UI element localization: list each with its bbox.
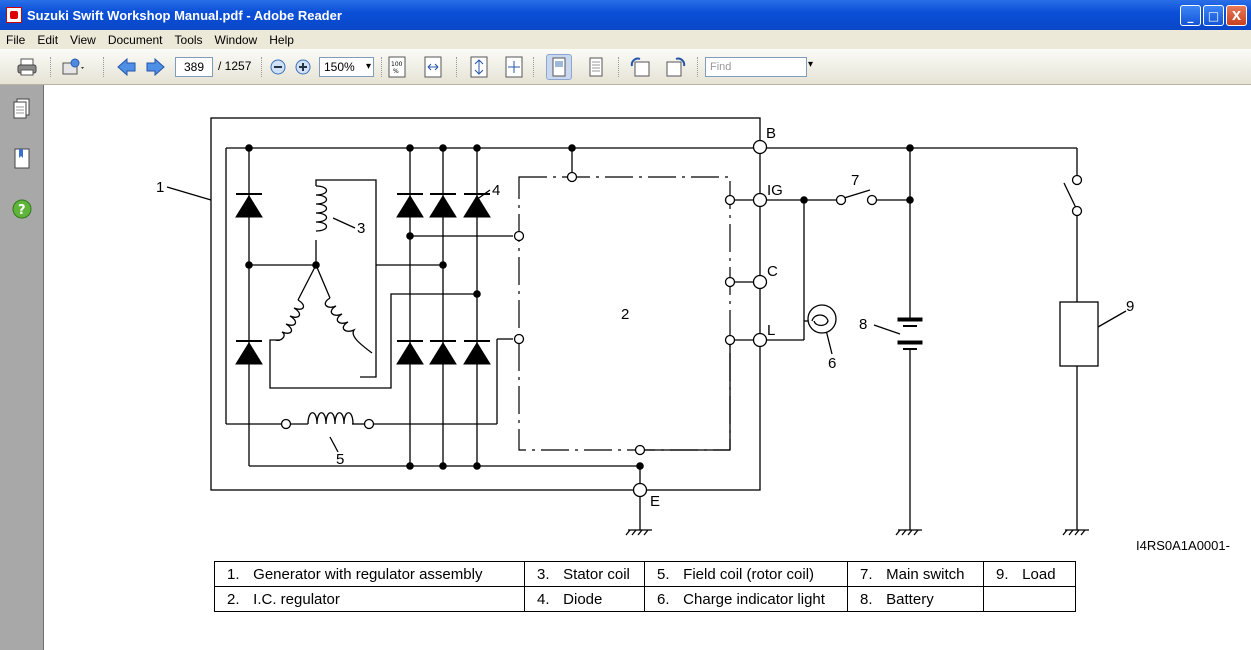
menu-view[interactable]: View: [70, 32, 96, 47]
page-number-input[interactable]: 389: [175, 57, 213, 77]
legend-row: 1. Generator with regulator assembly 3. …: [214, 561, 1076, 587]
legend-cell: 9. Load: [983, 561, 1076, 587]
menu-tools[interactable]: Tools: [174, 32, 203, 47]
help-icon[interactable]: ?: [11, 197, 33, 221]
close-button[interactable]: X: [1226, 5, 1247, 26]
menu-file[interactable]: File: [6, 32, 26, 47]
legend-cell: 5. Field coil (rotor coil): [644, 561, 848, 587]
callout-3: 3: [357, 220, 365, 237]
charging-circuit-diagram: B IG C L E 1 2 3 4 5 6 7 8 9: [156, 117, 1134, 536]
terminal-ig-label: IG: [767, 182, 783, 199]
terminal-l-label: L: [767, 322, 775, 339]
print-icon[interactable]: [14, 54, 40, 80]
document-page: B IG C L E 1 2 3 4 5 6 7 8 9 I4RS0A1A000…: [45, 85, 1251, 650]
fit-width-icon[interactable]: [420, 54, 446, 80]
menu-help[interactable]: Help: [269, 32, 294, 47]
bookmarks-panel-icon[interactable]: [11, 147, 33, 171]
legend-table: 1. Generator with regulator assembly 3. …: [214, 561, 1076, 612]
menu-document[interactable]: Document: [107, 32, 163, 47]
collaborate-icon[interactable]: [60, 54, 86, 80]
single-page-view-icon[interactable]: [546, 54, 572, 80]
callout-5: 5: [336, 451, 344, 468]
menu-edit[interactable]: Edit: [37, 32, 59, 47]
menu-window[interactable]: Window: [214, 32, 258, 47]
actual-size-icon[interactable]: 100%: [384, 54, 410, 80]
minimize-button[interactable]: _: [1180, 5, 1201, 26]
terminal-c-label: C: [767, 263, 778, 280]
next-page-icon[interactable]: [143, 54, 169, 80]
zoom-select[interactable]: 150%: [319, 57, 374, 77]
terminal-b-label: B: [766, 125, 776, 142]
svg-text:100: 100: [391, 61, 403, 68]
callout-2: 2: [621, 306, 629, 323]
callout-6: 6: [828, 355, 836, 372]
full-screen-icon[interactable]: [501, 54, 527, 80]
menu-bar: File Edit View Document Tools Window Hel…: [0, 30, 1251, 49]
page-total: / 1257: [218, 59, 252, 73]
callout-8: 8: [859, 316, 867, 333]
continuous-view-icon[interactable]: [583, 54, 609, 80]
legend-cell: [983, 586, 1076, 612]
previous-page-icon[interactable]: [113, 54, 139, 80]
legend-cell: 7. Main switch: [847, 561, 984, 587]
fit-page-icon[interactable]: [466, 54, 492, 80]
legend-cell: 6. Charge indicator light: [644, 586, 848, 612]
legend-cell: 4. Diode: [524, 586, 645, 612]
legend-cell: 3. Stator coil: [524, 561, 645, 587]
rotate-right-icon[interactable]: [663, 54, 689, 80]
terminal-e-label: E: [650, 493, 660, 510]
svg-text:%: %: [393, 68, 399, 75]
maximize-button[interactable]: □: [1203, 5, 1224, 26]
svg-text:?: ?: [18, 203, 26, 218]
rotate-left-icon[interactable]: [627, 54, 653, 80]
adobe-reader-icon: [6, 7, 22, 23]
callout-7: 7: [851, 172, 859, 189]
legend-cell: 1. Generator with regulator assembly: [214, 561, 525, 587]
figure-id: I4RS0A1A0001-: [1136, 538, 1230, 553]
zoom-out-icon[interactable]: [265, 54, 291, 80]
callout-1: 1: [156, 179, 164, 196]
pages-panel-icon[interactable]: [11, 97, 33, 121]
find-dropdown-icon[interactable]: ▾: [808, 59, 814, 70]
title-bar: Suzuki Swift Workshop Manual.pdf - Adobe…: [0, 0, 1251, 30]
callout-9: 9: [1126, 298, 1134, 315]
legend-row: 2. I.C. regulator 4. Diode 6. Charge ind…: [214, 586, 1076, 612]
find-input[interactable]: Find: [705, 57, 807, 77]
zoom-in-icon[interactable]: [290, 54, 316, 80]
callout-4: 4: [492, 182, 500, 199]
navigation-panel: ?: [0, 85, 44, 650]
toolbar: 389 / 1257 150% 100% Find ▾: [0, 49, 1251, 85]
window-title: Suzuki Swift Workshop Manual.pdf - Adobe…: [27, 7, 342, 23]
legend-cell: 8. Battery: [847, 586, 984, 612]
legend-cell: 2. I.C. regulator: [214, 586, 525, 612]
